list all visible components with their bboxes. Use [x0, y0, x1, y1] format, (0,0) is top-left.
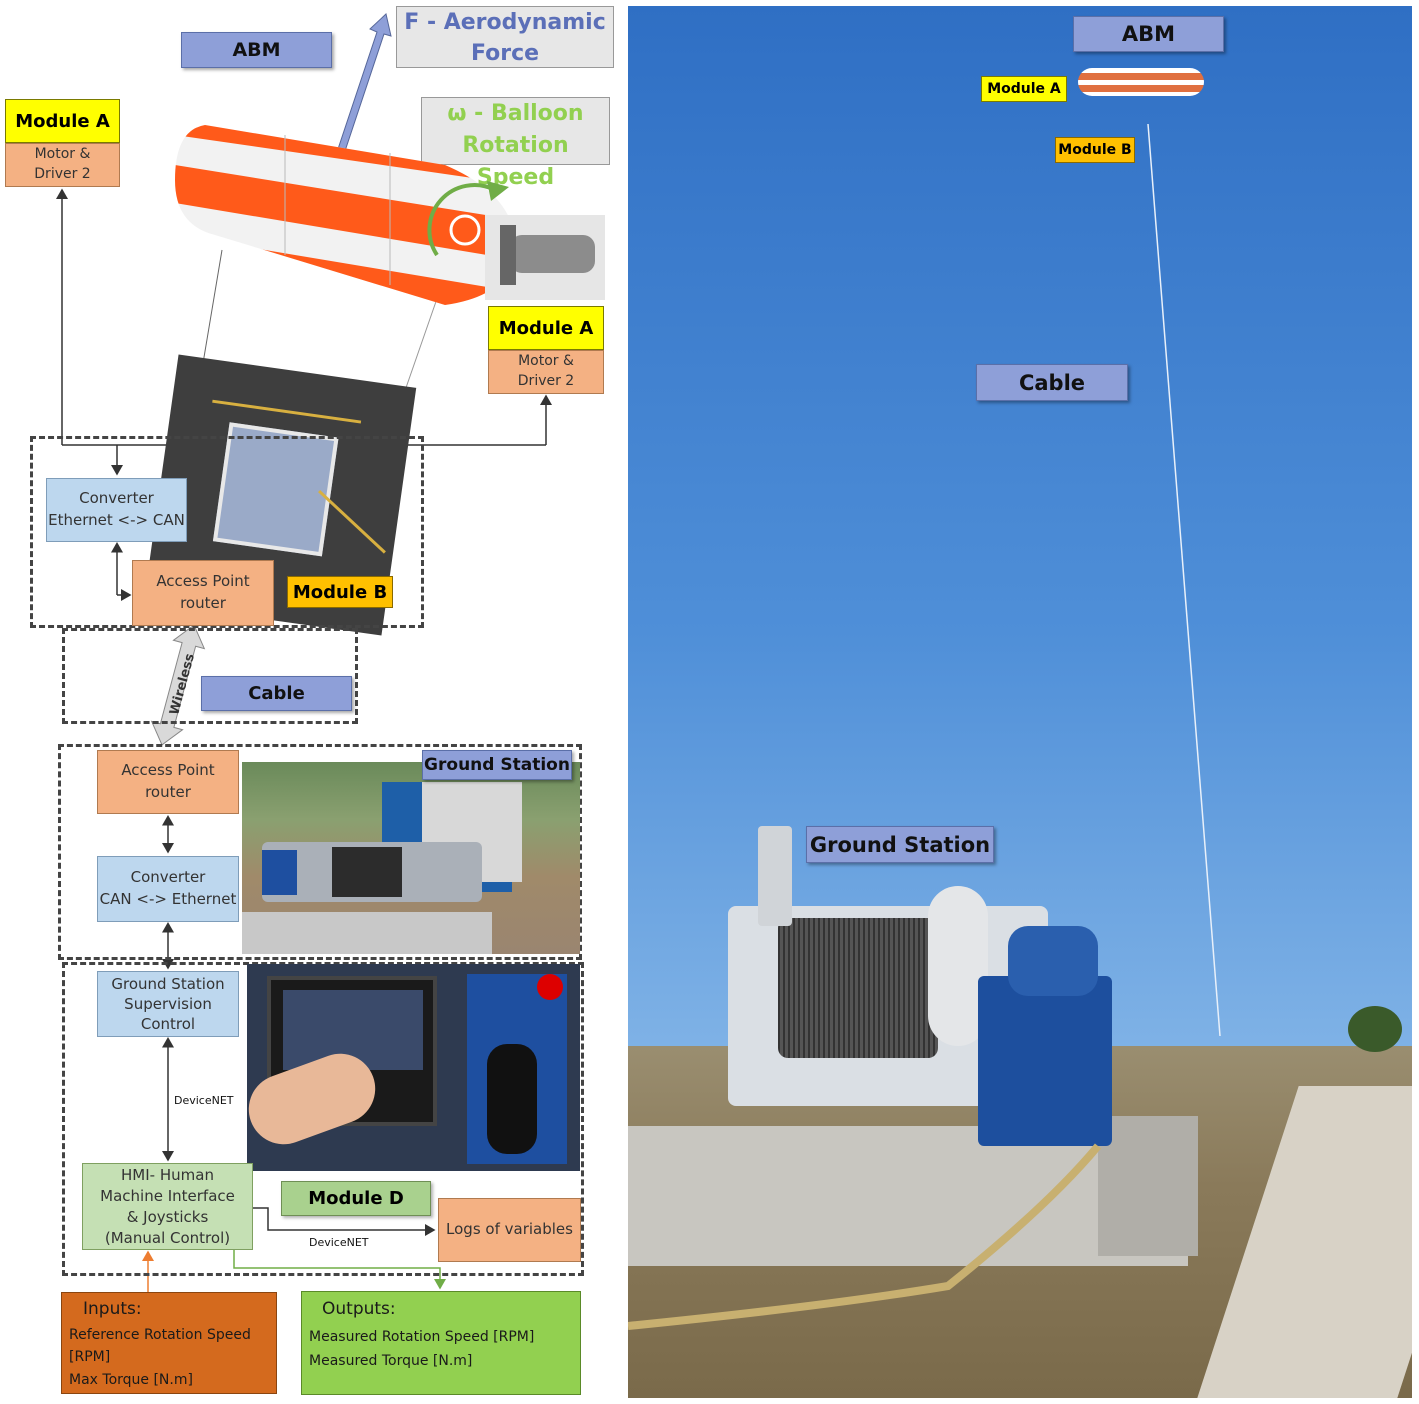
module-b-label: Module B	[287, 576, 393, 608]
module-a-label-photo: Module A	[981, 76, 1067, 102]
module-b-label-photo: Module B	[1055, 137, 1135, 163]
abm-label: ABM	[181, 32, 332, 68]
inputs-line1: Reference Rotation Speed	[69, 1327, 251, 1343]
cable-line-photo	[1147, 123, 1221, 1037]
devicenet-label-1: DeviceNET	[174, 1094, 234, 1107]
converter-ethernet-can: Converter Ethernet <-> CAN	[46, 478, 187, 542]
rotation-speed-line2: Rotation Speed	[462, 133, 569, 190]
aerodynamic-force-label: F - Aerodynamic Force	[396, 6, 614, 68]
ground-station-label-left: Ground Station	[422, 750, 572, 780]
cable-region	[62, 628, 358, 724]
module-a-right-title: Module A	[488, 306, 604, 350]
blue-motor-top	[1008, 926, 1098, 996]
abm-label-photo: ABM	[1073, 16, 1224, 52]
ground-station-photo	[242, 762, 580, 954]
access-point-router-top: Access Point router	[132, 560, 274, 626]
outputs-line1: Measured Rotation Speed [RPM]	[309, 1329, 535, 1345]
inputs-title: Inputs:	[83, 1299, 142, 1319]
cable-label-left: Cable	[201, 676, 352, 711]
cable-label-photo: Cable	[976, 364, 1128, 401]
concrete-base-right	[1098, 1116, 1198, 1256]
aerodynamic-force-line2: Force	[470, 41, 540, 66]
ground-station-label-photo: Ground Station	[806, 826, 994, 863]
rotation-speed-line1: ω - Balloon	[447, 101, 584, 126]
winch-drum	[778, 918, 938, 1058]
inputs-box: Inputs: Reference Rotation Speed [RPM] M…	[61, 1292, 277, 1394]
converter-can-ethernet: Converter CAN <-> Ethernet	[97, 856, 239, 922]
module-b-region	[30, 436, 424, 628]
access-point-router-bottom: Access Point router	[97, 750, 239, 814]
logs-of-variables: Logs of variables	[438, 1198, 581, 1262]
aerodynamic-force-line1: F - Aerodynamic	[404, 10, 606, 35]
ground-station-supervision-control: Ground Station Supervision Control	[97, 971, 239, 1037]
outputs-line2: Measured Torque [N.m]	[309, 1353, 473, 1369]
hmi-manual-control: HMI- Human Machine Interface & Joysticks…	[82, 1163, 253, 1250]
winch-post	[758, 826, 792, 926]
hmi-touchscreen-photo	[238, 964, 580, 1171]
module-a-left-title: Module A	[5, 99, 120, 143]
yellow-hose	[628, 1143, 1102, 1330]
module-d-region	[62, 962, 584, 1276]
outputs-box: Outputs: Measured Rotation Speed [RPM] M…	[301, 1291, 581, 1395]
module-d-label: Module D	[281, 1181, 431, 1216]
blue-motor	[978, 976, 1112, 1146]
inputs-line3: Max Torque [N.m]	[69, 1372, 193, 1388]
tree	[1348, 1006, 1402, 1052]
balloon-photo	[1078, 68, 1204, 96]
balloon-rotation-speed-label: ω - Balloon Rotation Speed	[421, 97, 610, 190]
module-a-right-motor-driver: Motor & Driver 2	[488, 350, 604, 394]
devicenet-label-2: DeviceNET	[309, 1236, 369, 1249]
ground-station-region	[58, 744, 582, 960]
right-photo: ABM Module A Module B Cable Ground Stati…	[628, 6, 1412, 1398]
outputs-title: Outputs:	[322, 1299, 396, 1319]
balloon-illustration	[175, 125, 605, 305]
left-diagram: ABM F - Aerodynamic Force ω - Balloon Ro…	[0, 0, 620, 1404]
inputs-line2: [RPM]	[69, 1349, 111, 1365]
module-a-left-motor-driver: Motor & Driver 2	[5, 143, 120, 187]
